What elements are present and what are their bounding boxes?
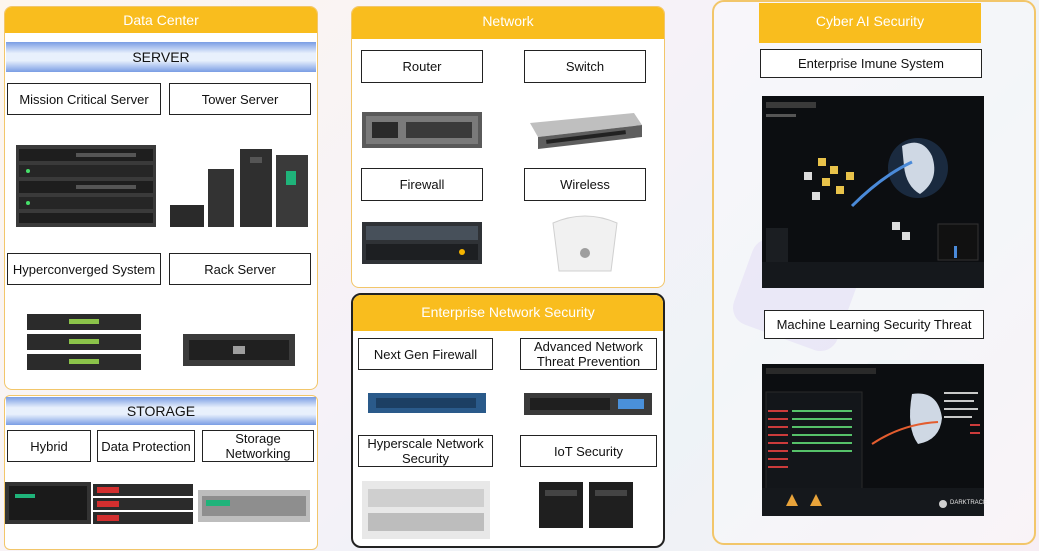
server-header: SERVER [6,42,316,72]
router-image [362,112,482,148]
hyperconverged-system-label: Hyperconverged System [7,253,161,285]
enterprise-immune-system-label: Enterprise Imune System [760,49,982,78]
router-label: Router [361,50,483,83]
hyperscale-network-security-label: Hyperscale Network Security [358,435,493,467]
advanced-network-threat-prevention-label: Advanced Network Threat Prevention [520,338,657,370]
switch-label: Switch [524,50,646,83]
hybrid-storage-image [5,482,91,524]
mission-critical-server-label: Mission Critical Server [7,83,161,115]
firewall-label: Firewall [361,168,483,201]
enterprise-immune-system-screenshot [762,96,984,288]
firewall-image [362,222,482,264]
hybrid-storage-label: Hybrid [7,430,91,462]
rack-server-image [183,334,295,366]
iot-security-label: IoT Security [520,435,657,467]
machine-learning-threat-screenshot [762,364,984,516]
wireless-label: Wireless [524,168,646,201]
data-protection-image [93,484,193,524]
tower-server-label: Tower Server [169,83,311,115]
hyperscale-security-image [362,481,490,539]
next-gen-firewall-label: Next Gen Firewall [358,338,493,370]
network-title: Network [352,7,664,39]
advanced-threat-prevention-image [524,393,652,415]
machine-learning-security-threat-label: Machine Learning Security Threat [764,310,984,339]
storage-networking-label: Storage Networking [202,430,314,462]
switch-image [530,113,642,149]
cyber-ai-title: Cyber AI Security [759,3,981,43]
rack-server-label: Rack Server [169,253,311,285]
next-gen-firewall-image [368,393,486,413]
data-protection-label: Data Protection [97,430,195,462]
storage-networking-image [198,490,310,522]
mission-critical-server-image [16,145,156,227]
tower-server-image [170,149,308,227]
security-title: Enterprise Network Security [353,295,663,331]
wireless-access-point-image [552,215,618,272]
storage-header: STORAGE [6,397,316,425]
iot-security-image [539,482,633,528]
data-center-title: Data Center [5,7,317,33]
darktrace-brand-text: DARKTRACE [950,500,988,506]
hyperconverged-system-image [27,314,141,370]
